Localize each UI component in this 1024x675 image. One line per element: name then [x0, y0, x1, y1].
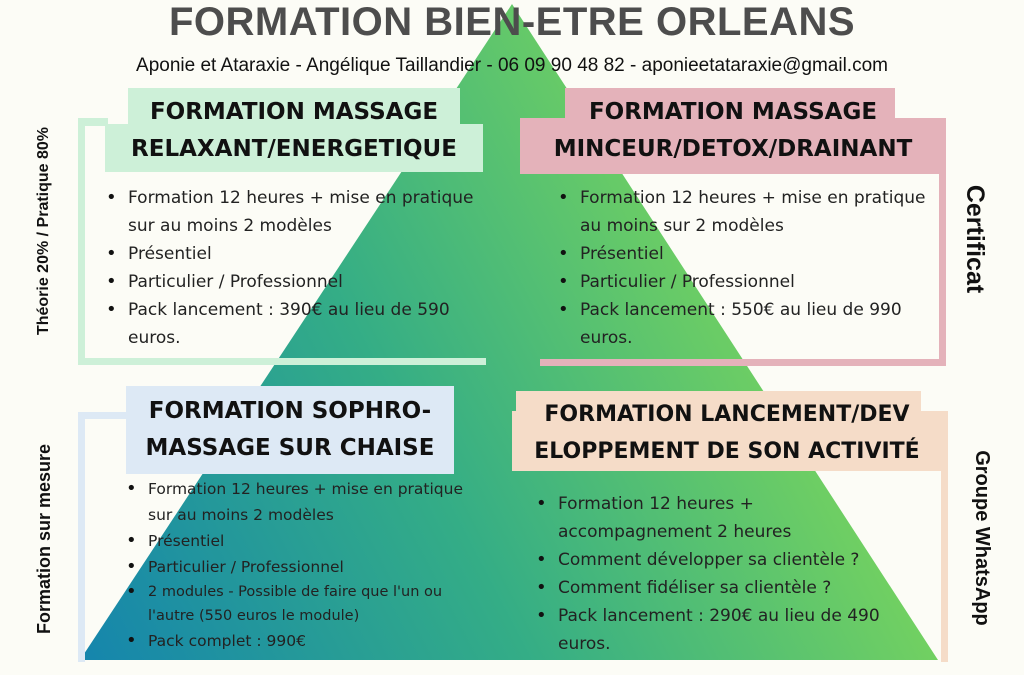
card-title-relaxant: FORMATION MASSAGE RELAXANT/ENERGETIQUE — [105, 94, 483, 168]
side-label-groupe-whatsapp: Groupe WhatsApp — [971, 450, 993, 626]
card-title-lancement: FORMATION LANCEMENT/DEV ELOPPEMENT DE SO… — [512, 396, 942, 470]
card-list-relaxant: Formation 12 heures + mise en pratique s… — [106, 184, 486, 352]
card-title-bg-minceur-2 — [520, 118, 946, 174]
card-list-minceur: Formation 12 heures + mise en pratique a… — [558, 184, 928, 352]
card-title-bg-relaxant — [128, 88, 460, 124]
list-item: Formation 12 heures + accompagnement 2 h… — [536, 490, 936, 546]
card-frame-relaxant — [78, 120, 486, 365]
list-item: Formation 12 heures + mise en pratique s… — [106, 184, 486, 240]
card-frame-minceur — [540, 160, 946, 366]
card-title-line: FORMATION LANCEMENT/DEV — [544, 402, 910, 427]
card-title-line: MINCEUR/DETOX/DRAINANT — [553, 136, 913, 162]
list-item: Comment développer sa clientèle ? — [536, 546, 936, 574]
list-item: Formation 12 heures + mise en pratique s… — [126, 476, 471, 528]
card-title-bg-sophro — [126, 386, 454, 474]
card-title-line: RELAXANT/ENERGETIQUE — [131, 136, 457, 162]
list-item: Particulier / Professionnel — [126, 554, 471, 580]
side-label-sur-mesure: Formation sur mesure — [34, 443, 54, 635]
side-label-theorie-pratique: Théorie 20% / Pratique 80% — [35, 126, 52, 336]
card-title-bg-relaxant-2 — [105, 124, 483, 172]
list-item: Pack lancement : 290€ au lieu de 490 eur… — [536, 602, 936, 658]
list-item: Formation 12 heures + mise en pratique a… — [558, 184, 928, 240]
card-list-lancement: Formation 12 heures + accompagnement 2 h… — [536, 490, 936, 658]
list-item: Présentiel — [558, 240, 928, 268]
card-frame-lancement — [700, 412, 948, 662]
list-item: Pack lancement : 550€ au lieu de 990 eur… — [558, 296, 928, 352]
side-label-certificat: Certificat — [961, 184, 989, 294]
list-item: Comment fidéliser sa clientèle ? — [536, 574, 936, 602]
card-title-line: MASSAGE SUR CHAISE — [145, 435, 435, 461]
card-title-sophro: FORMATION SOPHRO- MASSAGE SUR CHAISE — [126, 393, 454, 467]
list-item: Particulier / Professionnel — [558, 268, 928, 296]
card-frame-corner — [78, 118, 108, 126]
card-list-sophro: Formation 12 heures + mise en pratique s… — [126, 476, 471, 654]
list-item: Présentiel — [106, 240, 486, 268]
card-title-minceur: FORMATION MASSAGE MINCEUR/DETOX/DRAINANT — [520, 94, 946, 168]
list-item: Pack complet : 990€ — [126, 628, 471, 654]
card-title-line: FORMATION MASSAGE — [149, 99, 439, 125]
list-item: Pack lancement : 390€ au lieu de 590 eur… — [106, 296, 486, 352]
list-item: 2 modules - Possible de faire que l'un o… — [126, 580, 471, 628]
list-item: Particulier / Professionnel — [106, 268, 486, 296]
card-title-line: FORMATION MASSAGE — [588, 99, 878, 125]
card-title-line: FORMATION SOPHRO- — [148, 398, 432, 424]
page-title: FORMATION BIEN-ETRE ORLEANS — [168, 0, 856, 44]
card-title-line: ELOPPEMENT DE SON ACTIVITÉ — [534, 439, 920, 464]
card-title-bg-lancement-2 — [512, 411, 948, 471]
list-item: Présentiel — [126, 528, 471, 554]
contact-line: Aponie et Ataraxie - Angélique Taillandi… — [136, 55, 888, 76]
